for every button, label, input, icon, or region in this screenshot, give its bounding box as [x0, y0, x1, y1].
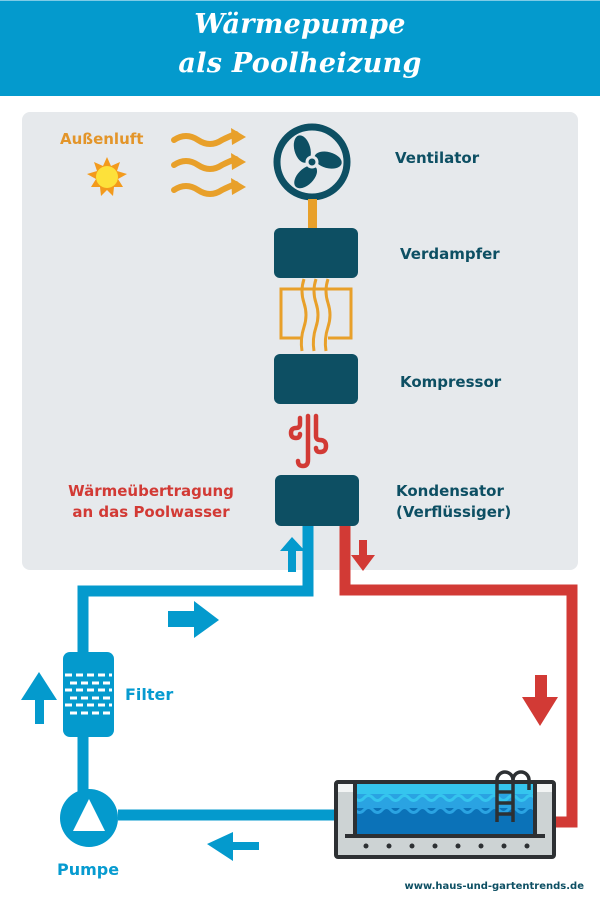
page-title-line1: Wärmepumpe	[194, 9, 406, 40]
flow-arrow-icon	[21, 601, 259, 861]
evaporator-block-icon	[274, 228, 358, 278]
condenser-label-line1: Kondensator	[396, 482, 504, 500]
condenser-block-icon	[275, 475, 359, 526]
heat-transfer-label: Wärmeübertragung an das Poolwasser	[53, 481, 249, 523]
flow-arrow-icon	[280, 537, 375, 572]
pump-icon	[60, 789, 118, 847]
condenser-label-line2: (Verflüssiger)	[396, 503, 512, 521]
compressor-block-icon	[274, 354, 358, 404]
heat-transfer-line1: Wärmeübertragung	[68, 482, 234, 500]
website-url[interactable]: www.haus-und-gartentrends.de	[404, 881, 585, 892]
condenser-label: Kondensator (Verflüssiger)	[396, 481, 511, 523]
ladder-icon	[495, 770, 531, 822]
heat-exchanger-icon	[279, 278, 353, 352]
filter-label: Filter	[125, 685, 174, 704]
pump-label: Pumpe	[57, 860, 120, 879]
filter-icon	[63, 652, 114, 737]
ventilator-label: Ventilator	[395, 149, 480, 167]
compressor-label: Kompressor	[400, 373, 502, 391]
heat-transfer-line2: an das Poolwasser	[72, 503, 230, 521]
page-title-line2: als Poolheizung	[178, 48, 422, 79]
flow-arrow-icon	[522, 675, 558, 726]
wind-wave-icon	[171, 128, 246, 197]
heat-steam-icon	[288, 413, 329, 469]
cold-pipe	[77, 526, 337, 821]
fan-icon	[273, 123, 351, 229]
outside-air-label: Außenluft	[60, 130, 144, 148]
evaporator-label: Verdampfer	[400, 245, 500, 263]
pool-icon	[334, 770, 556, 859]
hot-pipe	[339, 526, 578, 828]
sun-icon	[87, 157, 127, 196]
header-banner: Wärmepumpe als Poolheizung	[0, 0, 600, 96]
